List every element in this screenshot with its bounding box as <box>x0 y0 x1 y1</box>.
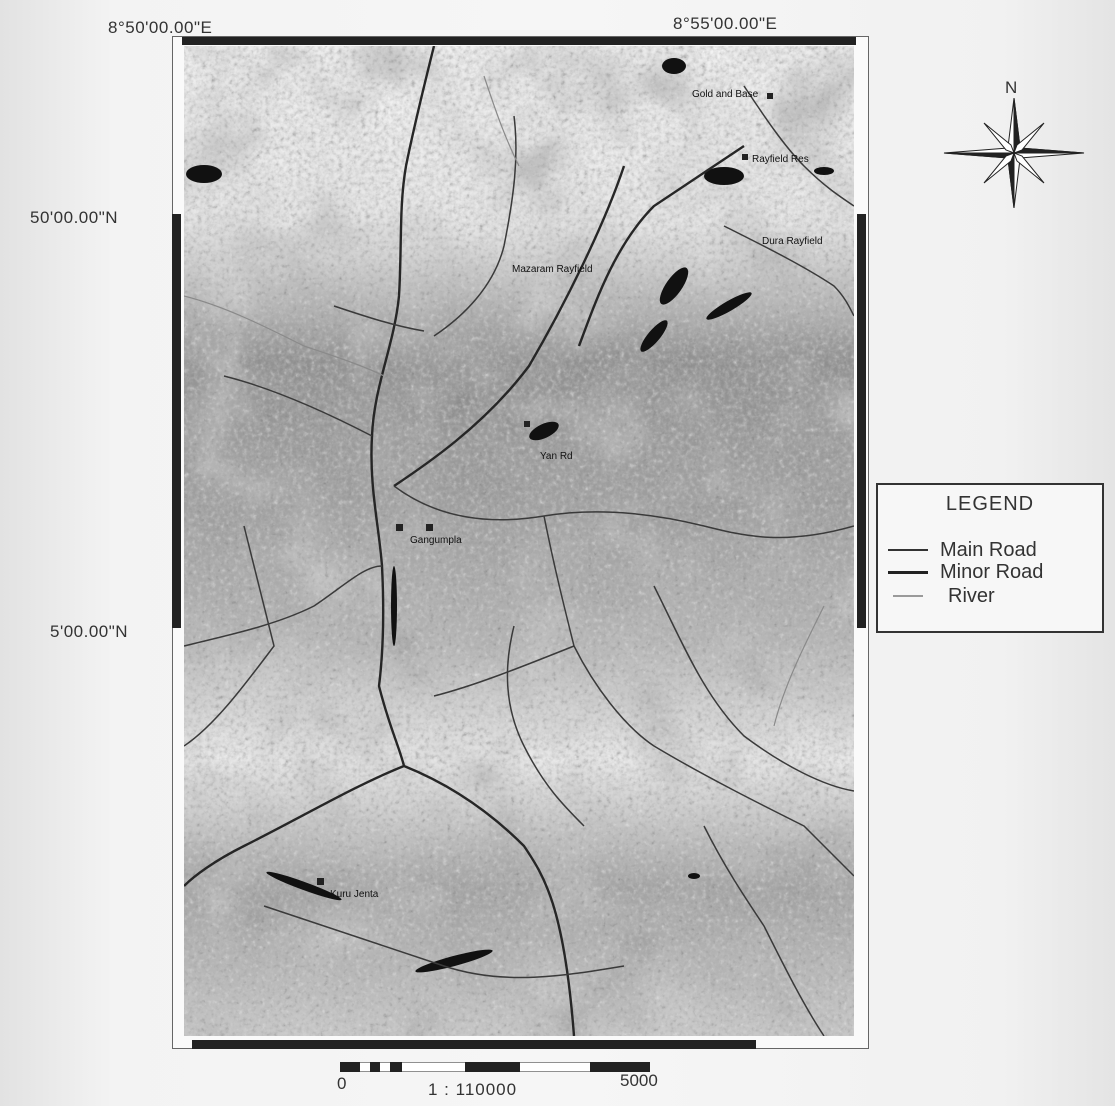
longitude-label-left: 8°50'00.00"E <box>108 18 213 37</box>
neatline-right <box>857 214 866 628</box>
satellite-imagery[interactable] <box>184 46 854 1036</box>
compass-rose-icon <box>943 97 1085 208</box>
imagery-texture <box>184 46 854 1036</box>
legend-label: River <box>948 585 995 607</box>
minor-road-swatch <box>888 571 928 574</box>
neatline-top <box>182 37 856 45</box>
neatline-left <box>172 214 181 628</box>
scale-bar <box>340 1062 650 1072</box>
legend-item-river: River <box>888 585 1098 607</box>
main-roads <box>184 46 745 1036</box>
main-road-swatch <box>888 549 928 551</box>
place-label: Mazaram Rayfield <box>512 264 593 275</box>
legend-label: Main Road <box>940 539 1037 561</box>
north-label: N <box>1005 78 1018 97</box>
rivers <box>184 75 825 727</box>
latitude-label-top: 50'00.00"N <box>30 208 119 227</box>
map-legend: LEGEND Main Road Minor Road River <box>876 483 1104 633</box>
latitude-label-bottom: 5'00.00"N <box>50 622 129 641</box>
legend-title: LEGEND <box>945 493 1035 515</box>
river-swatch <box>893 595 923 597</box>
place-label: Gangumpla <box>410 535 462 546</box>
place-label: Gold and Base <box>692 89 759 100</box>
scale-ratio-label: 1 : 110000 <box>428 1080 518 1099</box>
place-label: Kuru Jenta <box>330 889 379 900</box>
scale-end-label: 5000 <box>620 1071 658 1090</box>
place-label: Yan Rd <box>540 451 573 462</box>
scale-start-label: 0 <box>337 1074 347 1093</box>
place-label: Rayfield Res <box>752 154 809 165</box>
minor-roads <box>184 85 854 1036</box>
legend-item-main-road: Main Road <box>888 539 1098 561</box>
place-label: Dura Rayfield <box>762 236 823 247</box>
place-markers <box>317 93 773 885</box>
legend-item-minor-road: Minor Road <box>888 561 1098 583</box>
neatline-bottom <box>192 1040 756 1049</box>
longitude-label-right: 8°55'00.00"E <box>673 14 778 33</box>
legend-label: Minor Road <box>940 561 1044 583</box>
dark-features <box>186 58 834 973</box>
